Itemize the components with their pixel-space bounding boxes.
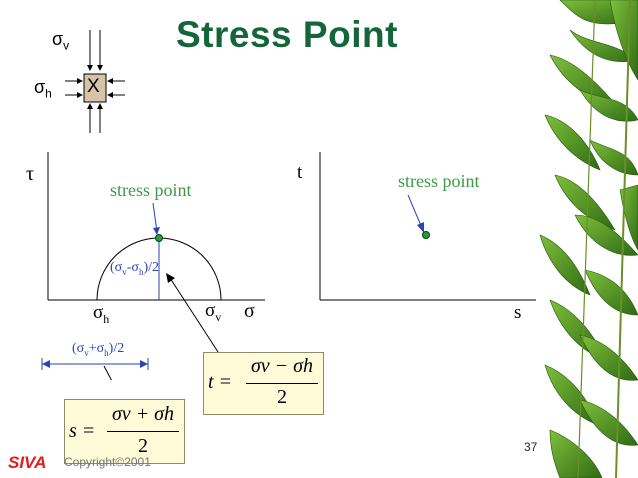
- t-formula-numerator: σv − σh: [250, 355, 314, 377]
- s-formula-denominator: 2: [138, 435, 148, 457]
- right-stress-point-label: stress point: [398, 171, 480, 191]
- t-fraction-bar: [246, 383, 318, 384]
- t-formula-denominator: 2: [277, 386, 287, 408]
- t-axis-label: t: [297, 162, 303, 183]
- element-block-label: X: [87, 76, 100, 97]
- footer-copyright: Copyright©2001: [64, 455, 151, 469]
- t-formula-box: t = σv − σh 2: [203, 352, 324, 415]
- sigma-v-label: σv: [52, 29, 70, 53]
- bamboo-leaves-decoration: [539, 0, 638, 478]
- s-formula-box: s = σv + σh 2: [64, 399, 185, 464]
- radius-label: (σv-σh)/2: [110, 260, 159, 277]
- page-number: 37: [524, 440, 538, 454]
- footer-brand: SIVA: [8, 453, 47, 472]
- tau-axis-label: τ: [26, 163, 35, 185]
- stress-point-marker: [155, 234, 163, 242]
- s-t-plot: [319, 152, 536, 301]
- sigma-h-tick-label: σh: [93, 302, 110, 326]
- sigma-h-label: σh: [34, 77, 52, 101]
- sigma-v-tick-label: σv: [205, 300, 222, 324]
- right-stress-point-marker: [422, 231, 430, 239]
- center-distance-label: (σv+σh)/2: [72, 341, 125, 358]
- s-formula-numerator: σv + σh: [111, 403, 175, 425]
- sigma-axis-label: σ: [244, 300, 255, 322]
- mohr-circle-plot: [41, 152, 265, 380]
- s-formula-lhs: s =: [69, 420, 96, 442]
- s-fraction-bar: [107, 431, 179, 432]
- left-stress-point-label: stress point: [110, 180, 192, 200]
- slide-title: Stress Point: [176, 14, 398, 55]
- s-axis-label: s: [514, 302, 522, 323]
- stress-element-diagram: [65, 30, 125, 133]
- t-formula-lhs: t =: [208, 371, 233, 393]
